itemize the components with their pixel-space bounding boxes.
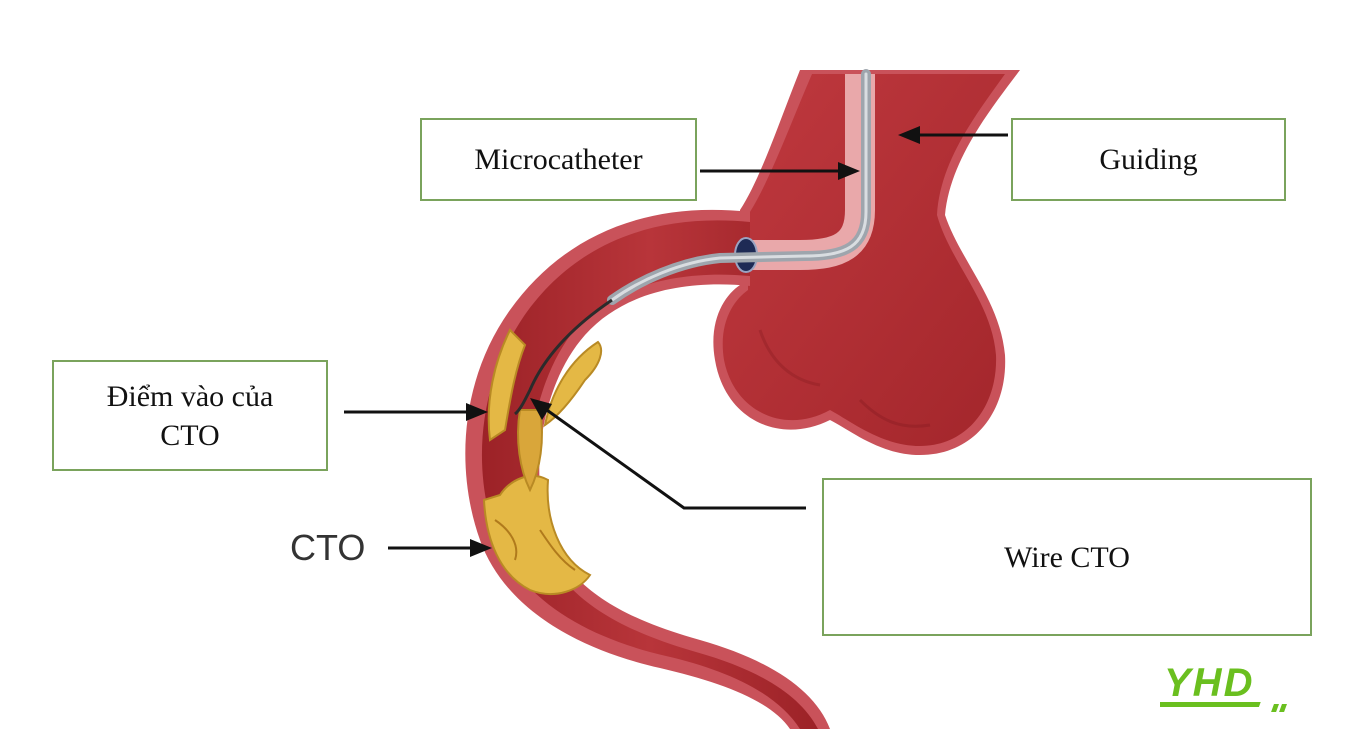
- cto-entry-label-box: Điểm vào của CTO: [52, 360, 328, 471]
- cto-plaque: [482, 328, 603, 595]
- guiding-label: Guiding: [1099, 143, 1198, 176]
- aortic-root: [713, 70, 1020, 455]
- pointer-arrows: [344, 126, 1008, 557]
- cto-entry-label-line1: Điểm vào của: [106, 379, 274, 413]
- yhd-logo: YHD: [1160, 661, 1287, 712]
- coronary-artery: [465, 209, 830, 729]
- svg-text:YHD: YHD: [1164, 661, 1254, 705]
- microcatheter-label-box: Microcatheter: [420, 118, 697, 201]
- guiding-label-box: Guiding: [1011, 118, 1286, 201]
- guide-wire: [513, 298, 613, 416]
- wire-cto-label-box: Wire CTO: [822, 478, 1312, 636]
- microcatheter: [607, 69, 871, 305]
- wire-cto-label: Wire CTO: [1004, 540, 1130, 574]
- microcatheter-label: Microcatheter: [474, 143, 643, 176]
- cto-entry-label-line2: CTO: [160, 418, 220, 452]
- cto-label: CTO: [290, 527, 366, 568]
